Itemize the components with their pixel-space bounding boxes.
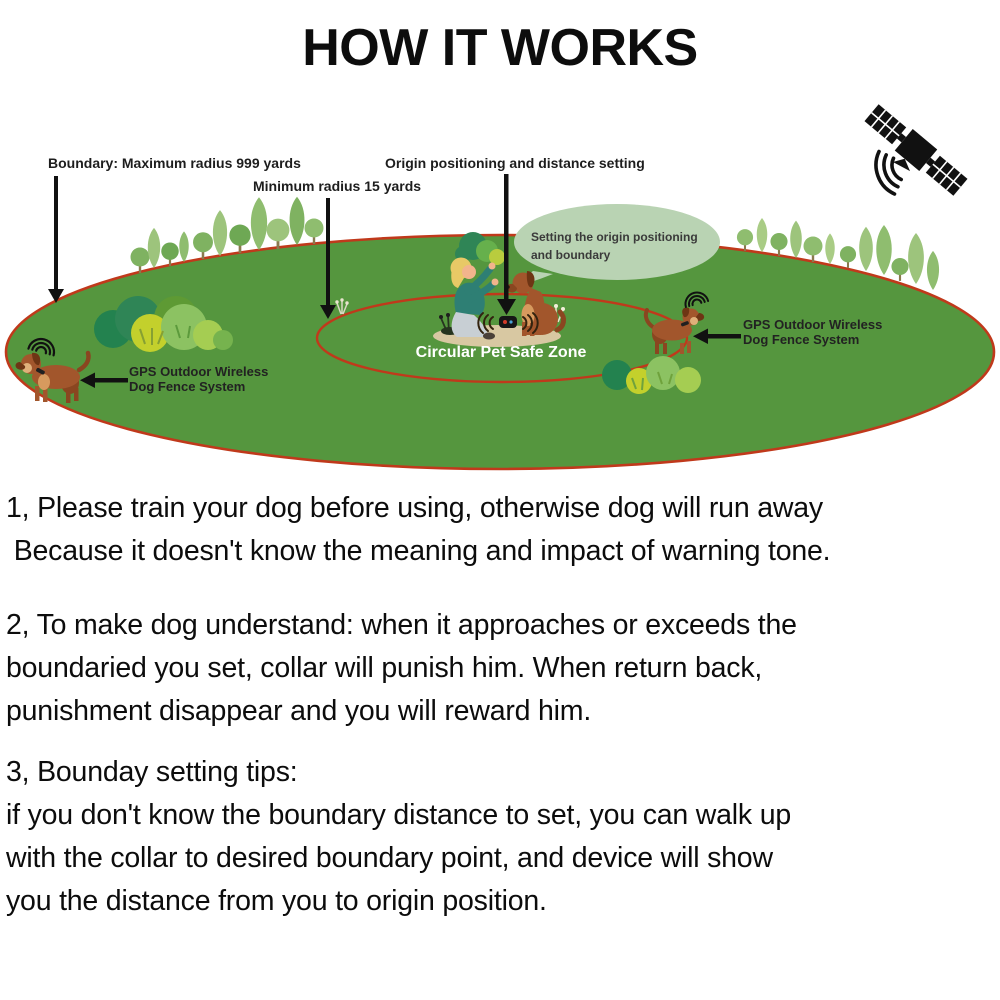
right-dog-illustration — [643, 291, 710, 354]
page-title: HOW IT WORKS — [302, 19, 698, 77]
inner-bush-cluster-icon — [602, 356, 701, 394]
min-radius-label: Minimum radius 15 yards — [253, 178, 422, 194]
dog-fence-scene-illustration — [4, 104, 996, 471]
sitting-dog-illustration — [506, 271, 567, 336]
speech-bubble-text: Setting the origin positioning and bound… — [531, 230, 698, 262]
gps-system-label-left: GPS Outdoor Wireless Dog Fence System — [129, 364, 269, 394]
origin-arrow-icon — [497, 174, 516, 315]
left-dog-illustration — [15, 337, 91, 403]
min-radius-arrow-icon — [320, 198, 336, 319]
gps-system-label-right: GPS Outdoor Wireless Dog Fence System — [743, 317, 883, 347]
left-bush-cluster-icon — [94, 296, 233, 352]
boundary-arrow-icon — [48, 176, 64, 303]
signal-waves-icon — [27, 337, 56, 357]
satellite-icon — [864, 104, 968, 196]
collar-device-icon — [477, 312, 539, 334]
grass-tuft-icon — [335, 298, 349, 315]
origin-positioning-label: Origin positioning and distance setting — [385, 155, 645, 171]
gps-right-arrow-icon — [693, 328, 741, 344]
safe-zone-label: Circular Pet Safe Zone — [415, 344, 587, 361]
gps-left-arrow-icon — [80, 372, 128, 388]
outer-boundary-ellipse — [4, 233, 996, 471]
instruction-2: 2, To make dog understand: when it appro… — [6, 609, 797, 727]
signal-waves-icon — [684, 291, 710, 308]
inner-safe-zone-ellipse — [315, 292, 689, 384]
boundary-max-label: Boundary: Maximum radius 999 yards — [48, 155, 301, 171]
instruction-3: 3, Bounday setting tips: if you don't kn… — [6, 756, 791, 917]
satellite-signal-waves-icon — [874, 149, 903, 196]
collar-signal-waves-icon — [477, 312, 539, 334]
person-illustration — [450, 257, 499, 340]
instruction-1: 1, Please train your dog before using, o… — [6, 492, 831, 567]
